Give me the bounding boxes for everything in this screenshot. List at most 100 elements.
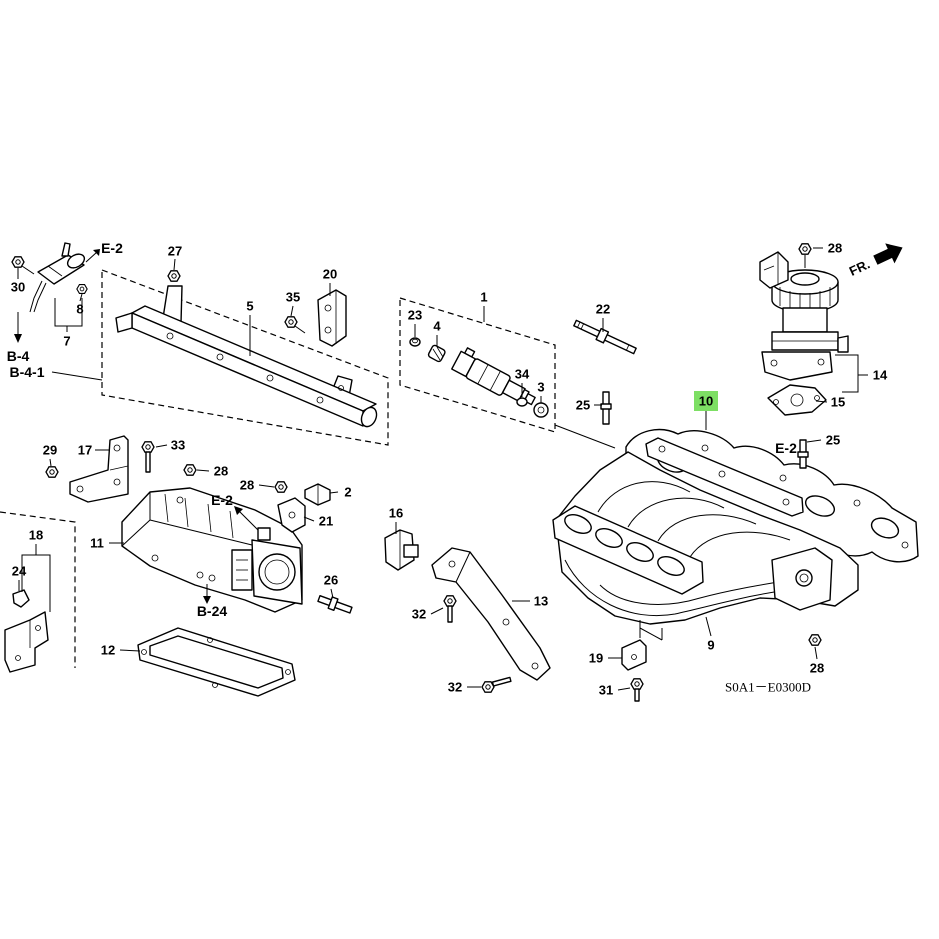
- callout-label: 32: [448, 680, 462, 695]
- callout-label: 3: [537, 380, 544, 395]
- callout-label: 19: [589, 651, 603, 666]
- reference-label: B-24: [197, 603, 228, 619]
- reference-label: E-2: [101, 240, 123, 256]
- stud-25-left: [600, 391, 612, 425]
- front-direction-arrow: FR.: [847, 243, 903, 279]
- egr-gasket: [767, 384, 827, 416]
- throttle-body: [231, 527, 303, 605]
- callout-label: 23: [408, 308, 422, 323]
- bolt-31: [630, 678, 644, 702]
- fuel-injector: [451, 347, 536, 406]
- callout-label: 18: [29, 528, 43, 543]
- arrow-to-b24: [203, 584, 211, 604]
- callout-label: 12: [101, 643, 115, 658]
- nut-28-plenum-b: [274, 481, 288, 493]
- bracket-group-outline: [0, 511, 76, 668]
- fuel-rail-group-outline: [101, 269, 389, 446]
- bolt-32-lower: [481, 676, 512, 693]
- reference-label: B-4: [7, 348, 30, 364]
- callout-label: 21: [319, 514, 333, 529]
- bolt-32-upper: [443, 595, 457, 623]
- callout-label: 27: [168, 244, 182, 259]
- fuel-pressure-regulator: [29, 242, 86, 313]
- callout-label: 2: [344, 485, 351, 500]
- part-callouts: 27 30 8 7 5 20 35 1 22 23 4 34 3 25 28 1…: [11, 241, 888, 698]
- callout-label: 4: [433, 319, 441, 334]
- o-ring-34: [516, 397, 528, 407]
- callout-label: 8: [76, 302, 83, 317]
- callout-label: 1: [480, 290, 487, 305]
- clamp-2: [304, 483, 331, 506]
- bracket-21: [277, 497, 306, 533]
- callout-label: 28: [810, 661, 824, 676]
- nut-28-plenum-a: [183, 464, 197, 476]
- arrow-to-e2-top: [85, 249, 100, 263]
- callout-label: 32: [412, 607, 426, 622]
- leader-lines: [17, 247, 828, 691]
- callout-label: 11: [90, 536, 104, 551]
- reference-label: E-2: [775, 440, 797, 456]
- callout-label: 7: [63, 334, 70, 349]
- clip-24: [12, 589, 30, 608]
- stud-22: [573, 319, 637, 355]
- callout-label: 17: [78, 443, 92, 458]
- callout-label: 30: [11, 280, 25, 295]
- bolt-33: [141, 441, 155, 473]
- callout-label: 34: [515, 367, 530, 382]
- callout-label: 29: [43, 443, 57, 458]
- callout-label: 15: [831, 395, 845, 410]
- egr-valve: [759, 251, 849, 381]
- callout-label: 31: [599, 683, 613, 698]
- nut-8: [76, 283, 88, 295]
- callout-label: 28: [828, 241, 842, 256]
- callout-label: 16: [389, 506, 403, 521]
- bolt-35: [284, 316, 306, 334]
- nut-28-bottom: [808, 634, 822, 646]
- highlight-box: [694, 391, 718, 411]
- bracket-line-14: [835, 354, 868, 393]
- callout-label: 20: [323, 267, 337, 282]
- cap-23: [409, 337, 421, 347]
- arrow-to-e2-middle: [234, 506, 259, 531]
- callout-label: 9: [707, 638, 714, 653]
- reference-label: B-4-1: [9, 364, 44, 380]
- callout-label: 33: [171, 438, 185, 453]
- callout-label: 28: [214, 464, 228, 479]
- callout-label: 25: [826, 433, 840, 448]
- callout-label: 26: [324, 573, 338, 588]
- arrow-icon: [873, 243, 903, 265]
- direction-label: FR.: [847, 256, 872, 278]
- leader-b4-1: [51, 371, 103, 381]
- callout-label: 13: [534, 594, 548, 609]
- bracket-13: [431, 547, 551, 681]
- nut-29: [45, 466, 59, 478]
- callout-label: 5: [246, 299, 253, 314]
- sensor-16: [384, 529, 419, 571]
- bolt-30: [11, 256, 35, 275]
- seal-4: [427, 344, 446, 363]
- bracket-18: [4, 611, 49, 673]
- stud-25-right: [797, 439, 809, 469]
- callout-label: 25: [576, 398, 590, 413]
- reference-label: E-2: [211, 492, 233, 508]
- callout-label: 24: [12, 564, 27, 579]
- leader-injector-to-manifold: [554, 424, 616, 449]
- diagram-code: S0A1－E0300D: [725, 680, 811, 695]
- callout-highlighted: 10: [699, 394, 713, 409]
- callout-label: 28: [240, 478, 254, 493]
- nut-28-top: [798, 243, 812, 268]
- bracket-17: [69, 435, 129, 503]
- callout-label: 22: [596, 302, 610, 317]
- plenum-gasket: [137, 627, 296, 697]
- callout-label: 14: [873, 368, 888, 383]
- bracket-20: [317, 289, 347, 347]
- bracket-line-18: [21, 544, 51, 612]
- arrow-to-b4: [14, 312, 22, 343]
- fuel-rail: [115, 285, 378, 428]
- nut-27: [167, 270, 181, 282]
- stud-26: [317, 595, 353, 614]
- bracket-19: [621, 620, 663, 671]
- bracket-line-7: [54, 298, 83, 332]
- callout-label: 35: [286, 290, 300, 305]
